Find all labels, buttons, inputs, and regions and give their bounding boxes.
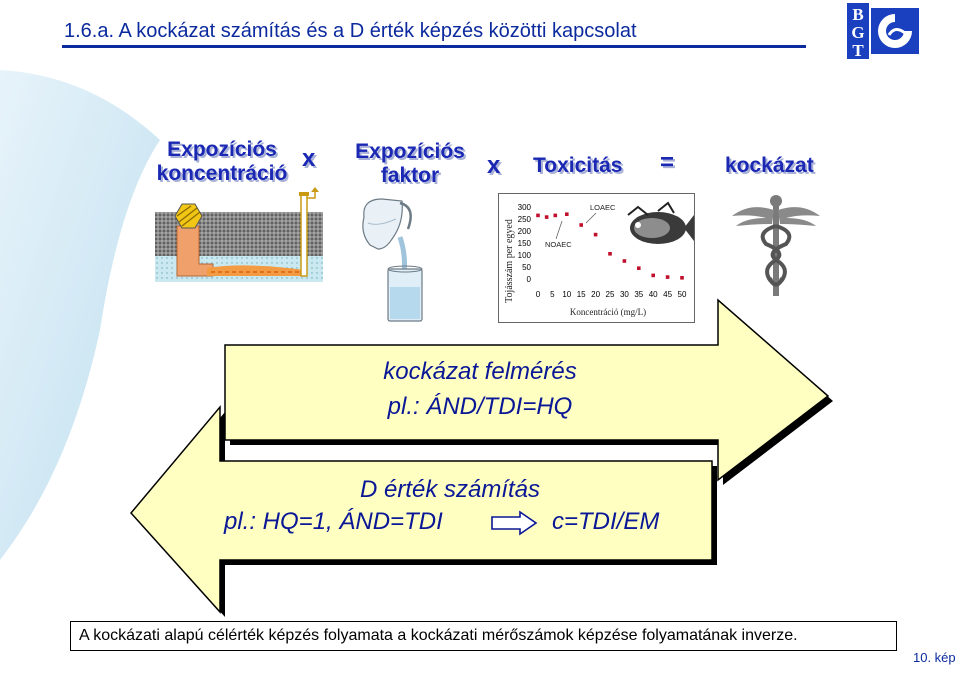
bgt-logo: B G T <box>845 2 923 60</box>
chart-y-tick-label: 200 <box>518 227 532 236</box>
chart-y-tick-label: 250 <box>518 215 532 224</box>
chart-data-point <box>579 223 583 227</box>
hazard-sign <box>174 203 203 229</box>
chart-data-point <box>622 259 627 263</box>
title-underline <box>62 45 806 48</box>
chart-x-tick-label: 10 <box>562 290 571 299</box>
implies-arrow-icon <box>491 510 538 536</box>
chart-x-tick-label: 0 <box>536 290 541 299</box>
chart-x-axis-label: Koncentráció (mg/L) <box>570 307 646 317</box>
backward-arrow <box>130 404 717 617</box>
chart-y-tick-label: 0 <box>527 275 532 284</box>
multiply-operator-1: x <box>302 145 316 172</box>
chart-data-point <box>553 213 558 218</box>
figure-number: 10. kép <box>913 650 956 665</box>
chart-data-point <box>565 212 569 216</box>
chart-y-tick-label: 100 <box>518 251 532 260</box>
chart-annotation-noaec: NOAEC <box>545 240 572 249</box>
chart-x-tick-label: 35 <box>634 290 643 299</box>
risk-label: kockázat <box>725 154 814 177</box>
fish-illustration <box>627 201 694 244</box>
chart-data-point <box>544 215 549 219</box>
chart-x-tick-label: 50 <box>678 290 687 299</box>
multiply-operator-2: x <box>487 152 501 179</box>
chart-x-tick-label: 30 <box>620 290 629 299</box>
toxicity-label: Toxicitás <box>533 154 623 177</box>
chart-data-point <box>651 273 655 278</box>
footer-note: A kockázati alapú célérték képzés folyam… <box>70 621 897 651</box>
exposure-concentration-label: Expozíciós koncentráció <box>156 138 288 185</box>
chart-y-tick-label: 300 <box>518 203 532 212</box>
water-pitcher-illustration <box>362 198 423 322</box>
chart-x-tick-label: 25 <box>606 290 615 299</box>
logo-letter-g: G <box>851 23 864 42</box>
chart-x-tick-label: 15 <box>577 290 586 299</box>
equals-operator: = <box>660 149 675 176</box>
logo-letter-b: B <box>852 5 863 24</box>
chart-data-point <box>665 275 670 279</box>
c-formula-text: c=TDI/EM <box>552 508 660 535</box>
chart-data-point <box>593 232 598 237</box>
page-title: 1.6.a. A kockázat számítás és a D érték … <box>64 20 637 42</box>
chart-y-axis-label: Tojásszám per egyed <box>504 219 515 303</box>
chart-y-tick-label: 50 <box>522 263 531 272</box>
chart-x-tick-label: 5 <box>550 290 555 299</box>
chart-data-point <box>536 213 540 218</box>
chart-data-point <box>608 252 612 256</box>
caduceus-icon <box>732 195 820 296</box>
chart-data-point <box>680 276 684 280</box>
risk-assessment-text: kockázat felmérés <box>383 358 577 385</box>
d-value-formula-text: pl.: HQ=1, ÁND=TDI <box>224 508 443 535</box>
chart-x-tick-label: 20 <box>591 290 600 299</box>
chart-y-tick-label: 150 <box>518 239 532 248</box>
forward-arrow-text: kockázat felmérés pl.: ÁND/TDI=HQ <box>320 355 640 425</box>
logo-letter-t: T <box>852 41 864 60</box>
chart-x-tick-label: 40 <box>649 290 658 299</box>
exposure-factor-label: Expozíciós faktor <box>355 140 465 187</box>
forward-arrow <box>224 298 833 485</box>
chart-x-tick-label: 45 <box>663 290 672 299</box>
soil-contamination-illustration <box>155 187 323 282</box>
chart-annotation-loaec: LOAEC <box>590 203 616 212</box>
d-value-calculation-text: D érték számítás <box>359 476 541 503</box>
chart-data-point <box>637 266 641 270</box>
risk-formula-text: pl.: ÁND/TDI=HQ <box>387 392 573 420</box>
